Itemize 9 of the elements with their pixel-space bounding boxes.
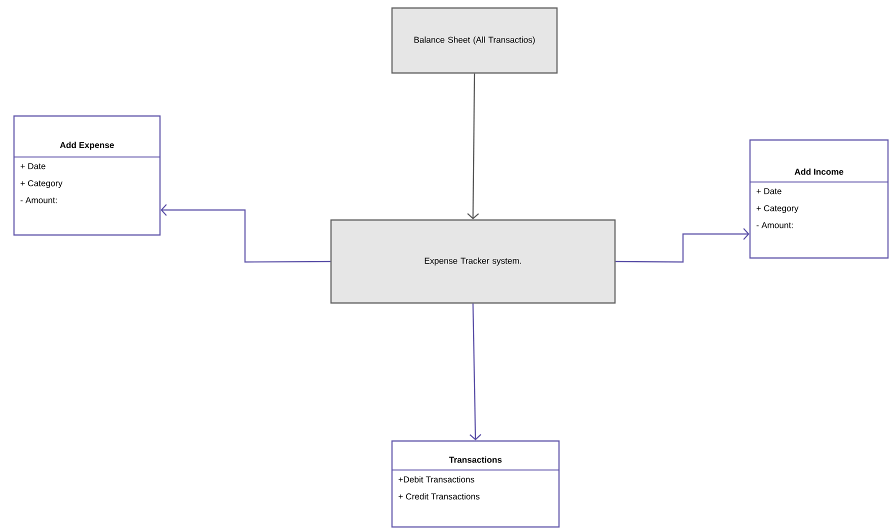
arrow [616,228,750,263]
arrow [467,74,479,220]
arrow [160,204,330,263]
arrow [470,304,482,440]
class-box: Add Expense + Date + Category - Amount: [13,115,161,236]
class-box: Add Income + Date + Category - Amount: [749,139,889,259]
process-box: Expense Tracker system. [330,219,616,304]
process-box: Balance Sheet (All Transactios) [391,7,558,74]
class-box: Transactions +Debit Transactions + Credit Transactions [391,440,560,528]
